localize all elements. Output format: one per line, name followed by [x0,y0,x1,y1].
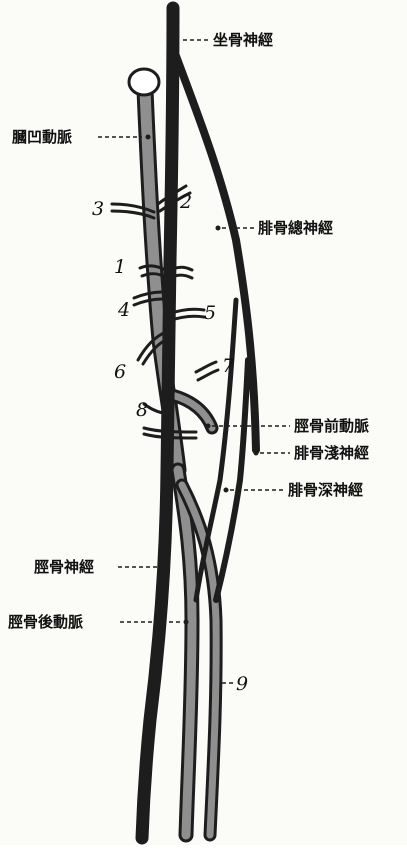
deep-peroneal-nerve [196,300,236,600]
branch-number-5: 5 [204,302,216,324]
label-tibial-nerve: 脛骨神經 [34,558,94,576]
branch-number-7: 7 [222,355,235,377]
label-sciatic-nerve: 坐骨神經 [213,31,273,49]
label-common-peroneal-nerve: 腓骨總神經 [258,219,333,237]
branch-number-2: 2 [179,191,192,213]
label-anterior-tibial-artery: 脛骨前動脈 [294,417,369,435]
label-popliteal-artery: 膕凹動脈 [12,128,72,146]
label-deep-peroneal-nerve: 腓骨深神經 [288,481,363,499]
nerve-system [142,8,256,838]
label-posterior-tibial-artery: 脛骨後動脈 [8,613,83,631]
branch-number-6: 6 [114,361,126,383]
branch-number-3: 3 [92,198,104,220]
posterior-tibial-artery [178,470,192,835]
branch-number-1: 1 [114,256,126,278]
branch-number-4: 4 [117,299,130,321]
label-superficial-peroneal-nerve: 腓骨淺神經 [294,444,369,462]
branch-number-9: 9 [236,673,248,695]
branch-number-8: 8 [136,399,148,421]
